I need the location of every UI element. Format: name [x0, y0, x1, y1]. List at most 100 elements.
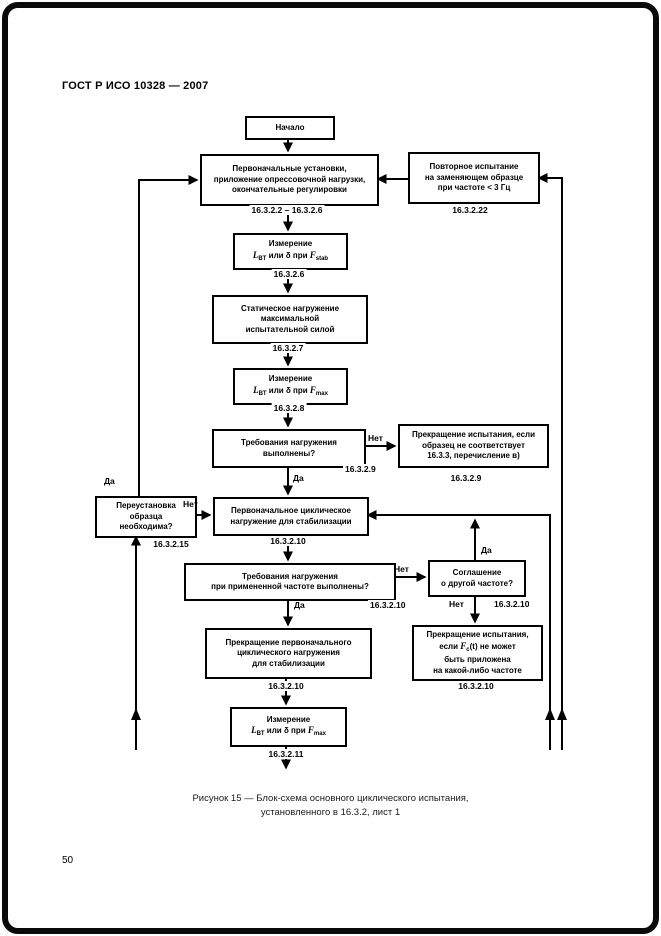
- clause-ref-freq-check: 16.3.2.10: [368, 600, 408, 610]
- flow-box-initial-cyclic-loading: Первоначальное циклическое нагружение дл…: [213, 497, 369, 536]
- symbol-F: F: [307, 725, 314, 735]
- connector-return-repeat: [537, 173, 563, 750]
- box-text: приложение опрессовочной нагрузки,: [213, 174, 366, 184]
- subscript: BT: [256, 731, 265, 737]
- symbol-F: F: [309, 384, 316, 395]
- box-text: Прекращение первоначального: [225, 637, 352, 647]
- box-text: на какой-либо частоте: [433, 665, 522, 675]
- figure-caption: Рисунок 15 — Блок-схема основного циклич…: [0, 792, 661, 820]
- flow-box-measure-3: Измерение LBT или δ при Fmax: [230, 707, 347, 747]
- box-text: для стабилизации: [252, 658, 325, 668]
- box-text: на заменяющем образце: [424, 172, 524, 182]
- subscript: max: [315, 390, 328, 397]
- clause-ref-init: 16.3.2.2 – 16.3.2.6: [249, 205, 325, 215]
- formula-text: или δ при: [266, 250, 310, 260]
- box-text: необходима?: [119, 522, 173, 532]
- formula-text: (t) не может: [469, 641, 516, 651]
- box-text: Первоначальное циклическое: [231, 506, 351, 515]
- subscript: BT: [258, 255, 267, 262]
- edge-label-yes-reinstall: Да: [104, 476, 115, 486]
- clause-ref-check1: 16.3.2.9: [343, 464, 378, 474]
- figure-caption-line2: установленного в 16.3.2, лист 1: [260, 807, 401, 818]
- flow-box-measure-1: Измерение LBT или δ при Fstab: [233, 233, 348, 270]
- box-text: о другой частоте?: [441, 578, 513, 588]
- symbol-F: F: [309, 249, 316, 260]
- flow-box-reinstall-question: Переустановка образца необходима?: [95, 496, 197, 538]
- clause-ref-static: 16.3.2.7: [270, 343, 306, 353]
- clause-ref-reinstall: 16.3.2.15: [151, 539, 191, 549]
- box-text: окончательные регулировки: [232, 185, 347, 195]
- box-text: циклического нагружения: [237, 648, 340, 658]
- box-text: Измерение: [268, 374, 313, 383]
- edge-label-no-check1: Нет: [368, 433, 383, 443]
- clause-ref-stop-freq: 16.3.2.10: [456, 681, 496, 691]
- flow-direction-arrow-left: [131, 708, 141, 720]
- formula-text: или δ при: [264, 726, 308, 735]
- flow-direction-arrow-right-inner: [545, 708, 555, 720]
- formula-text: если: [439, 641, 461, 651]
- symbol-L: L: [253, 384, 259, 395]
- box-text: образец не соответствует: [422, 440, 525, 450]
- box-text: Требования нагружения: [242, 571, 338, 581]
- box-text: нагружение для стабилизации: [230, 516, 352, 526]
- page-number: 50: [62, 855, 74, 866]
- box-text: максимальной: [260, 314, 320, 324]
- clause-ref-stop-right: 16.3.2.9: [448, 473, 484, 483]
- symbol-L: L: [251, 725, 257, 735]
- formula-line: LBT или δ при Fmax: [251, 725, 326, 740]
- clause-ref-repeat: 16.3.2.22: [450, 205, 490, 215]
- subscript: BT: [258, 390, 267, 397]
- box-text: быть приложена: [444, 655, 511, 664]
- box-text: Первоначальные установки,: [232, 164, 347, 174]
- box-text: Прекращение испытания,: [426, 630, 529, 639]
- box-text: Требования нагружения: [241, 438, 337, 447]
- box-text: Повторное испытание: [429, 162, 519, 172]
- flow-box-static-loading: Статическое нагружение максимальной испы…: [212, 295, 368, 344]
- box-text: 16.3.3, перечисление в): [427, 451, 520, 461]
- box-text: Начало: [275, 122, 305, 132]
- edge-label-no-reinstall: Нет: [183, 499, 198, 509]
- flow-box-initial-setup: Первоначальные установки, приложение опр…: [200, 154, 379, 206]
- connector-return-cyclic: [366, 510, 551, 750]
- box-text: образца: [129, 511, 163, 521]
- box-text: Статическое нагружение: [240, 303, 340, 313]
- flow-box-measure-2: Измерение LBT или δ при Fmax: [233, 368, 348, 405]
- edge-label-yes-agreement: Да: [481, 545, 492, 555]
- clause-ref-agreement-no: 16.3.2.10: [492, 599, 532, 609]
- document-header: ГОСТ Р ИСО 10328 — 2007: [62, 80, 209, 92]
- edge-label-yes-freq-check: Да: [294, 600, 305, 610]
- subscript: max: [313, 731, 326, 737]
- formula-text: или δ при: [266, 385, 310, 395]
- formula-line: если Fc(t) не может: [439, 641, 516, 656]
- edge-label-no-freq-check: Нет: [394, 564, 409, 574]
- clause-ref-cyclic: 16.3.2.10: [268, 536, 308, 546]
- edge-label-yes-check1: Да: [293, 473, 304, 483]
- symbol-L: L: [252, 249, 259, 260]
- formula-line: LBT или δ при Fmax: [253, 385, 328, 400]
- flow-box-start: Начало: [245, 116, 335, 140]
- clause-ref-stop-cyclic: 16.3.2.10: [266, 681, 306, 691]
- clause-ref-measure3: 16.3.2.11: [266, 749, 306, 759]
- subscript: stab: [315, 255, 329, 262]
- flow-box-stop-initial-cyclic: Прекращение первоначального циклического…: [205, 628, 372, 679]
- edge-label-no-agreement: Нет: [449, 599, 464, 609]
- flow-box-load-requirements-check: Требования нагружения выполнены?: [212, 429, 366, 468]
- box-text: при частоте < 3 Гц: [437, 183, 511, 193]
- subscript: c: [466, 646, 470, 653]
- clause-ref-measure1: 16.3.2.6: [271, 269, 307, 279]
- flow-direction-arrow-right-outer: [557, 708, 567, 720]
- box-text: Измерение: [266, 714, 311, 724]
- figure-caption-line1: Рисунок 15 — Блок-схема основного циклич…: [192, 793, 469, 804]
- box-text: Измерение: [268, 239, 313, 248]
- flow-box-frequency-agreement: Соглашение о другой частоте?: [428, 560, 526, 597]
- box-text: Переустановка: [116, 501, 176, 511]
- box-text: Соглашение: [452, 568, 502, 577]
- box-text: испытательной силой: [245, 324, 335, 334]
- symbol-F: F: [460, 640, 467, 651]
- connector-reinstall-yes-init: [138, 175, 199, 496]
- box-text: Прекращение испытания, если: [411, 430, 536, 440]
- box-text: выполнены?: [262, 448, 316, 458]
- flow-box-repeat-test: Повторное испытание на заменяющем образц…: [408, 152, 540, 204]
